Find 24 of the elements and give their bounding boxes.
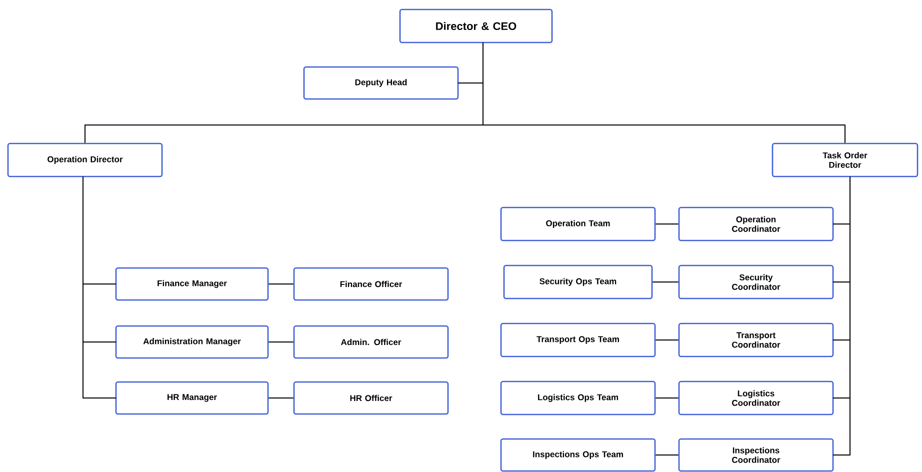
connector-line: [832, 176, 850, 456]
org-box: Admin. Officer: [293, 325, 449, 359]
org-box: HR Manager: [115, 381, 269, 415]
connector-line: [482, 42, 846, 144]
org-box: Director & CEO: [399, 8, 553, 44]
org-box: Task Order Director: [772, 142, 918, 178]
org-box: HR Officer: [293, 381, 449, 415]
org-box: Deputy Head: [303, 66, 459, 100]
org-box: Operation Director: [7, 142, 163, 178]
org-box: Logistics Ops Team: [500, 380, 656, 416]
org-box: Security Coordinator: [678, 264, 834, 300]
connector-line: [655, 454, 679, 456]
org-box: Inspections Ops Team: [500, 438, 656, 472]
org-box: Administration Manager: [115, 325, 269, 359]
connector-line: [82, 176, 116, 398]
org-box: Transport Ops Team: [500, 322, 656, 358]
org-box: Finance Manager: [115, 267, 269, 301]
org-box: Logistics Coordinator: [678, 380, 834, 416]
org-box: Operation Team: [500, 206, 656, 242]
org-box: Security Ops Team: [503, 264, 653, 300]
org-box: Finance Officer: [293, 267, 449, 301]
org-box: Transport Coordinator: [678, 322, 834, 358]
org-box: Operation Coordinator: [678, 206, 834, 242]
org-box: Inspections Coordinator: [678, 438, 834, 472]
